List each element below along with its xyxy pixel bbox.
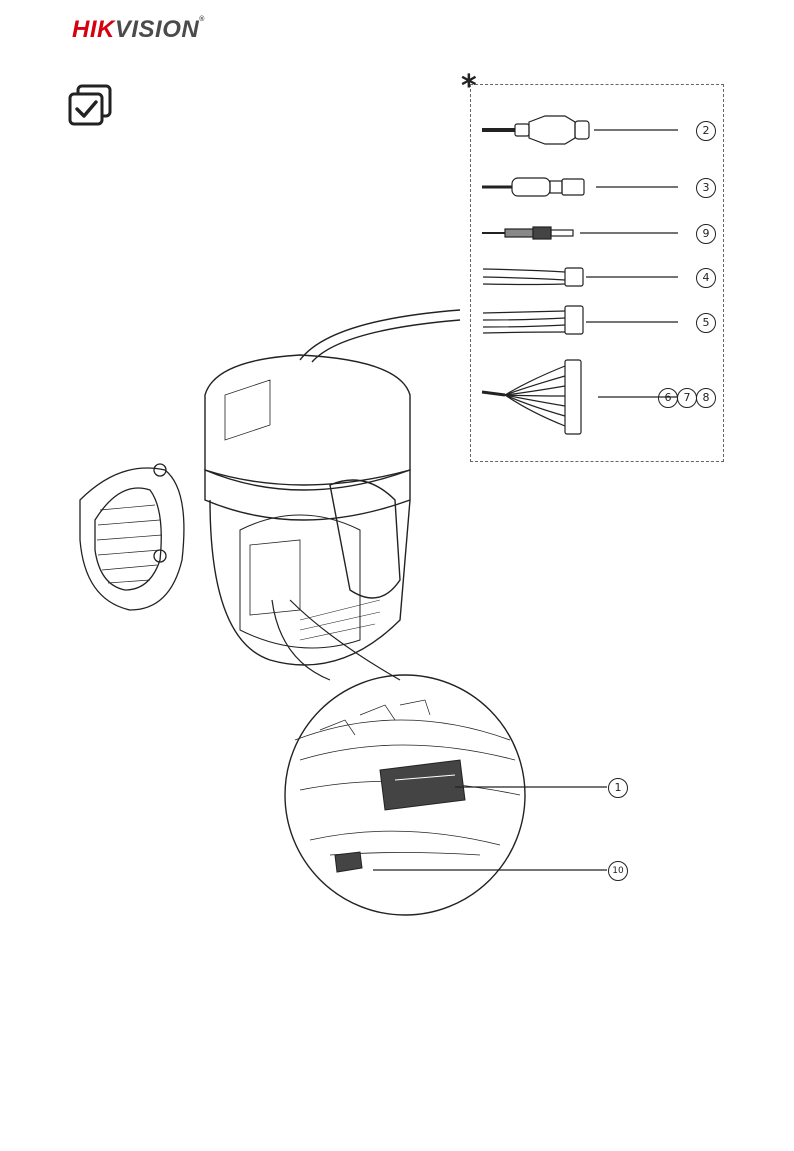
callout-10: 10: [608, 861, 628, 881]
removed-cover: [80, 464, 184, 610]
two-pin-cable: [483, 268, 678, 286]
callout-8: 8: [696, 388, 716, 408]
wire-harness: [482, 360, 678, 434]
callout-1: 1: [608, 778, 628, 798]
network-cable: [482, 116, 678, 144]
callout-3: 3: [696, 178, 716, 198]
camera-dome: [210, 480, 410, 665]
callout-2: 2: [696, 121, 716, 141]
video-cable: [482, 178, 678, 196]
callout-7: 7: [677, 388, 697, 408]
power-cable: [482, 227, 678, 239]
callout-9: 9: [696, 224, 716, 244]
callout-4: 4: [696, 268, 716, 288]
camera-housing: [205, 355, 410, 520]
multi-pin-cable: [483, 306, 678, 334]
callout-6: 6: [658, 388, 678, 408]
magnified-detail: [285, 675, 525, 915]
callout-5: 5: [696, 313, 716, 333]
